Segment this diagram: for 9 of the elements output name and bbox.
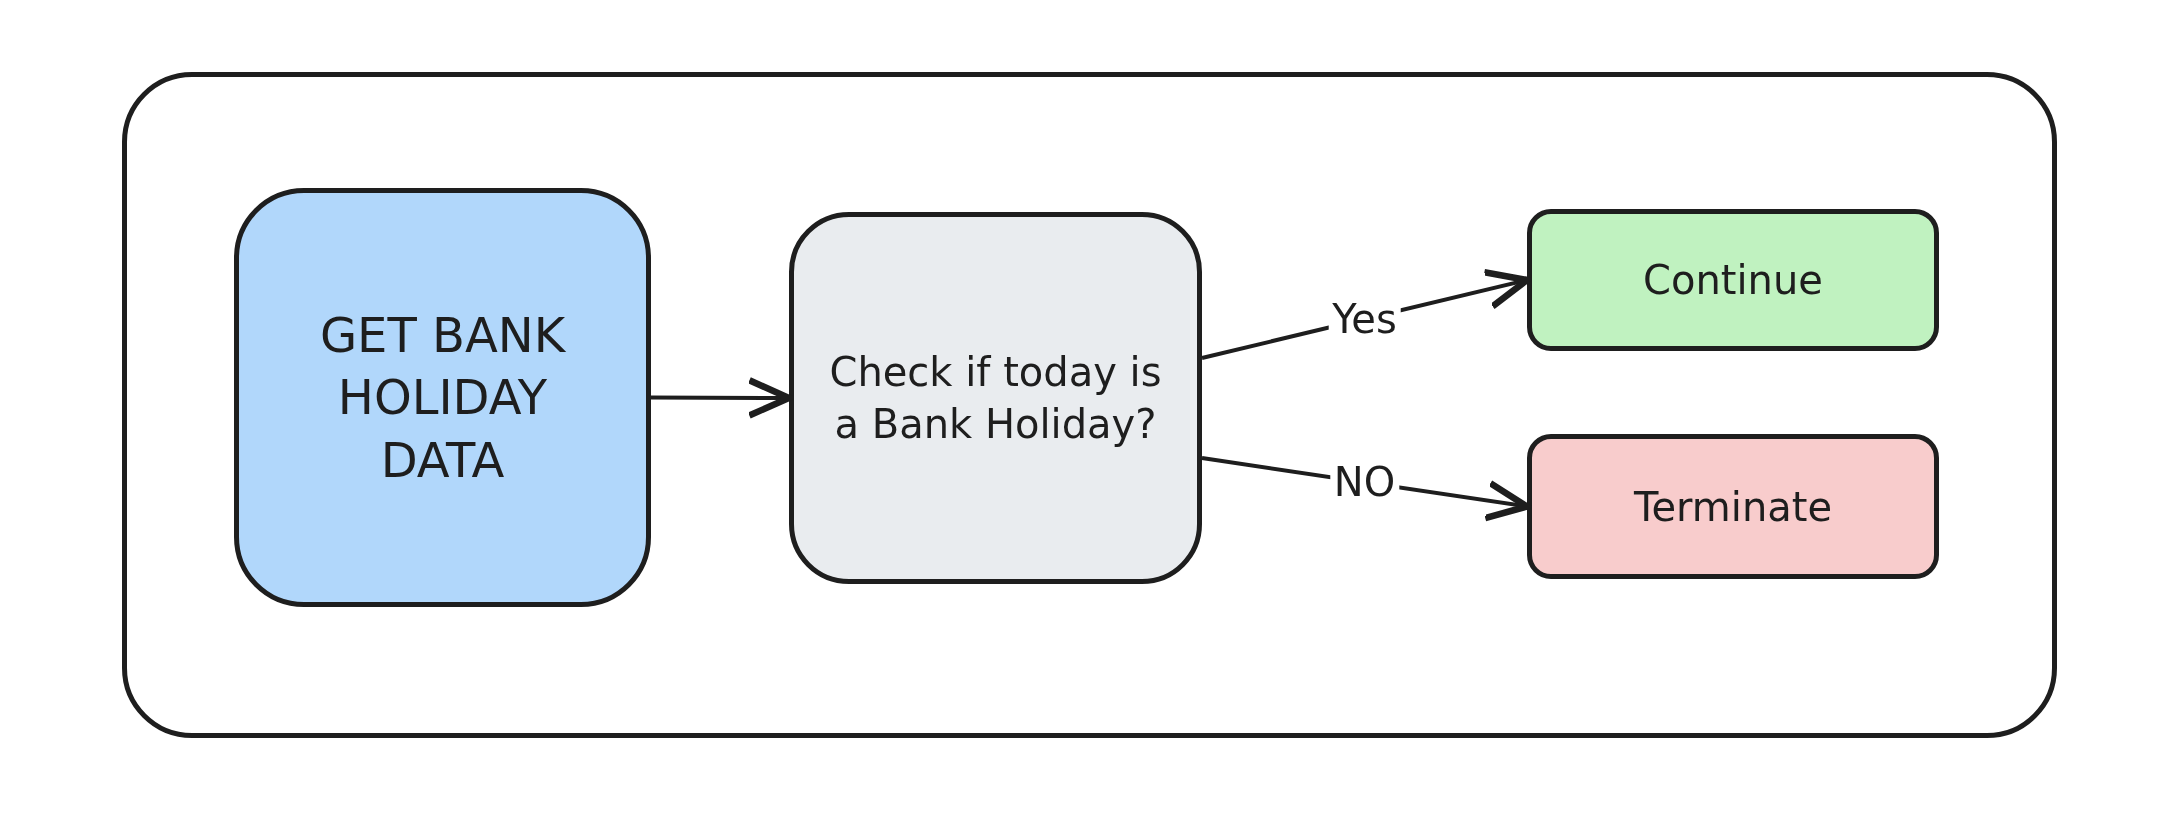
node-text: Continue [1642, 256, 1824, 305]
node-text: Check if today is a Bank Holiday? [828, 348, 1163, 449]
outcome-box [1527, 209, 1939, 351]
node-text: GET BANK HOLIDAY DATA [318, 305, 567, 490]
process-box [234, 188, 651, 607]
container-box [122, 72, 2057, 738]
outcome-box [1527, 434, 1939, 579]
node-text: Terminate [1632, 482, 1834, 532]
decision-box [789, 212, 1202, 584]
